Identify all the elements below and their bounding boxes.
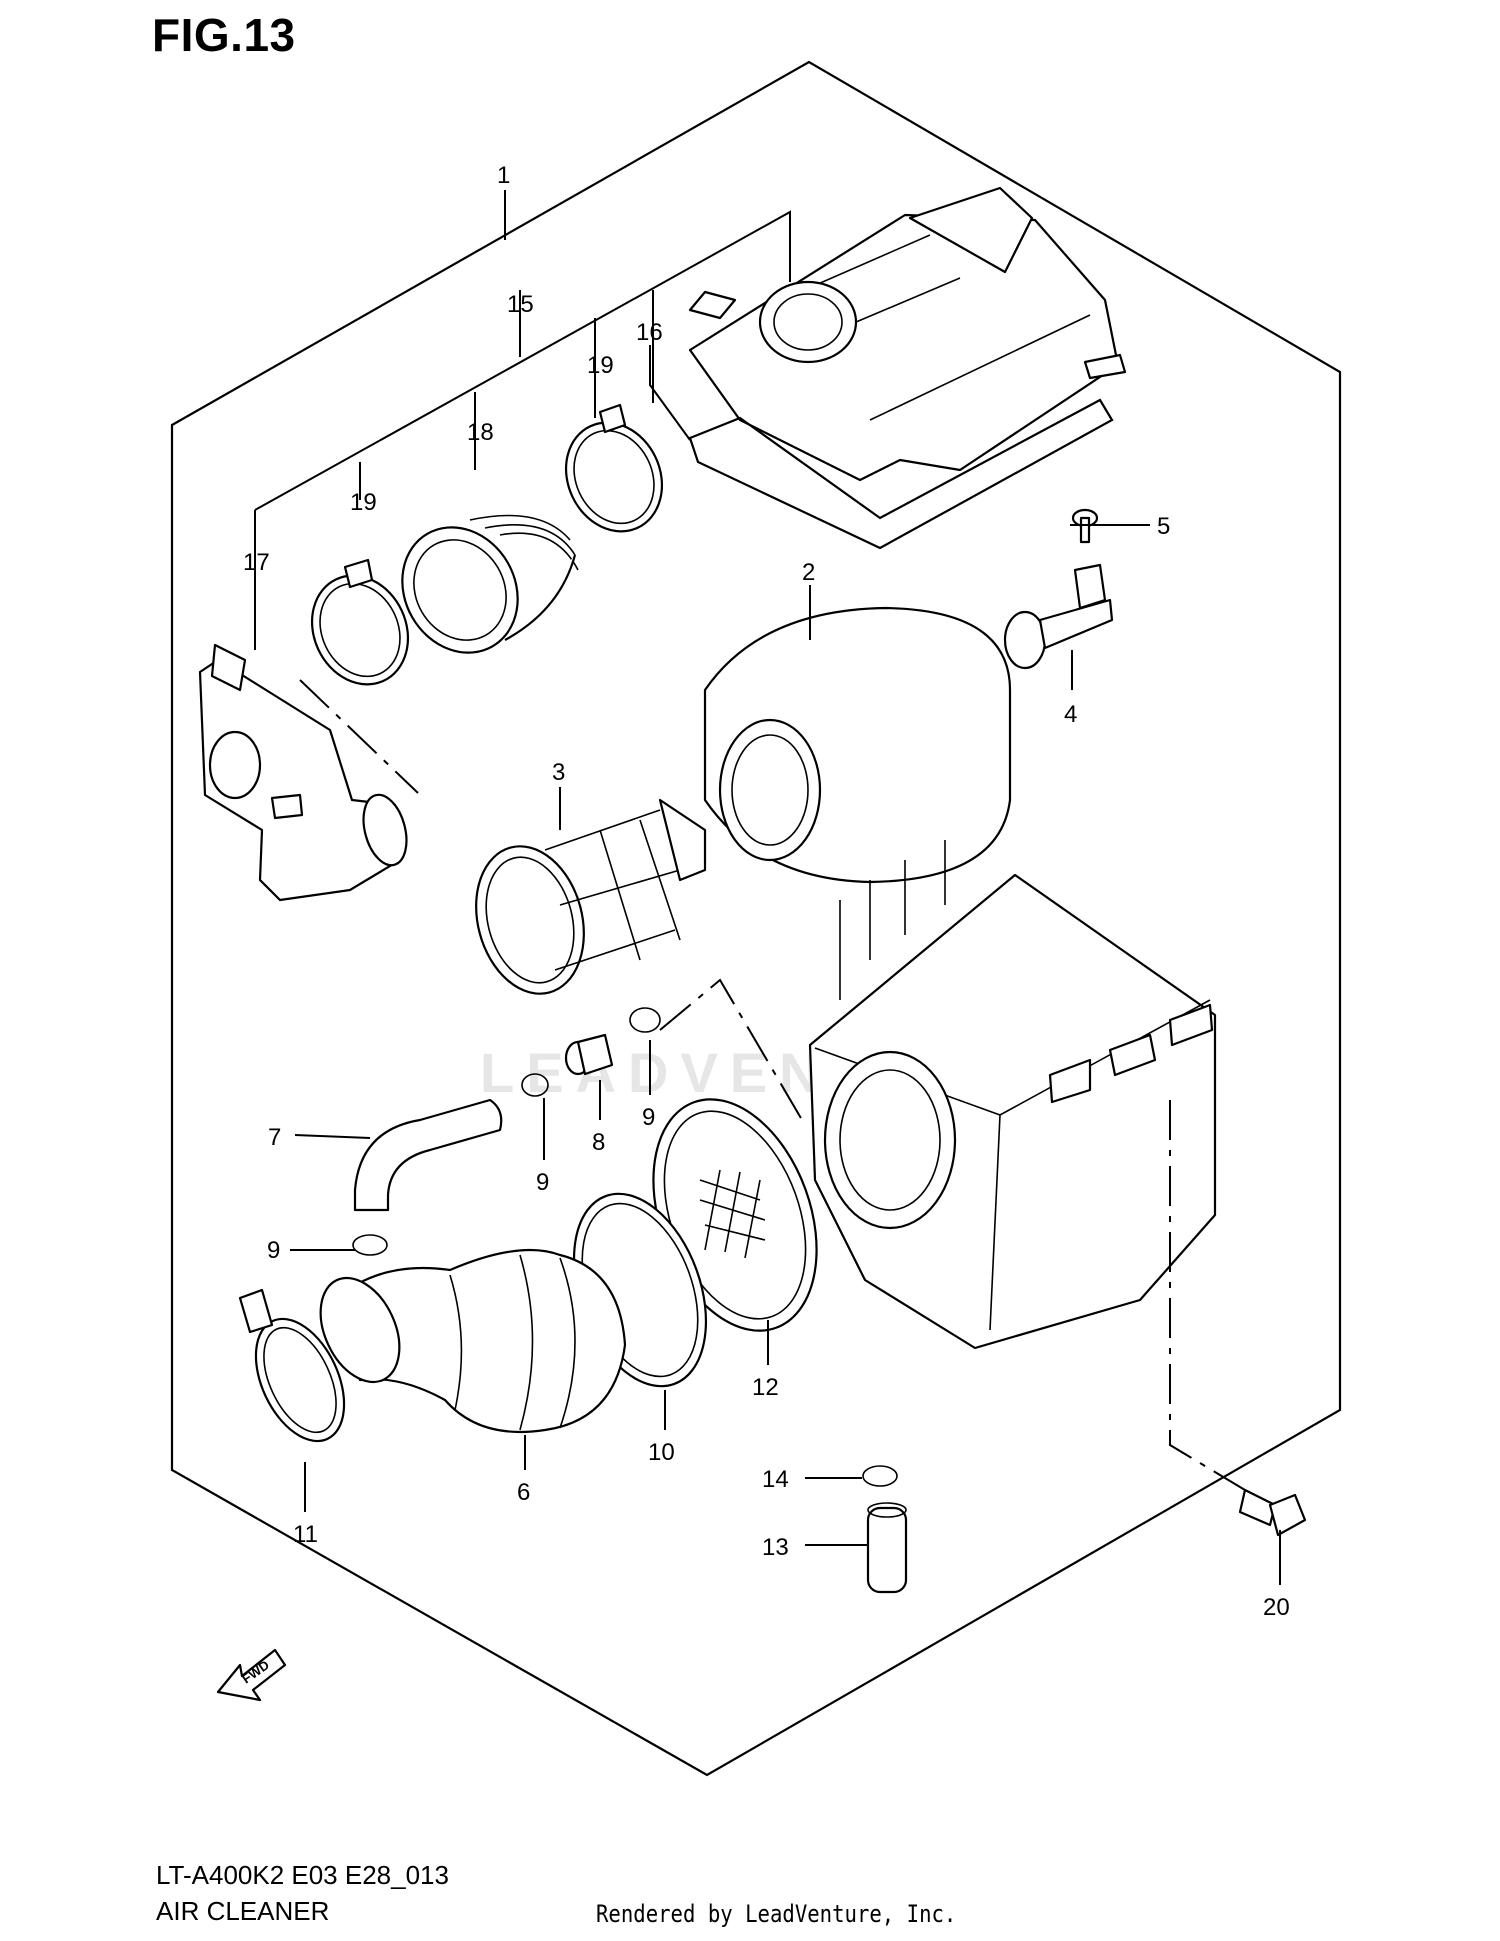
- drain-plug[interactable]: [866, 1502, 908, 1594]
- filter-element[interactable]: [703, 606, 1012, 884]
- callout-13: 13: [762, 1534, 789, 1561]
- clip-ring-upper[interactable]: [629, 1007, 661, 1033]
- callout-16: 16: [636, 319, 663, 346]
- callout-3: 3: [552, 759, 565, 786]
- figure-title: FIG.13: [152, 9, 296, 61]
- callout-4: 4: [1064, 701, 1077, 728]
- clamp-lower[interactable]: [295, 558, 426, 700]
- case-bolt[interactable]: [1238, 1488, 1307, 1537]
- callout-9c: 9: [267, 1237, 280, 1264]
- forward-arrow: [216, 1648, 287, 1702]
- callout-19b: 19: [350, 489, 377, 516]
- callout-5: 5: [1157, 513, 1170, 540]
- callout-20: 20: [1263, 1594, 1290, 1621]
- air-cleaner-cover[interactable]: [688, 186, 1127, 482]
- air-cleaner-case[interactable]: [808, 840, 1217, 1350]
- callout-7: 7: [268, 1124, 281, 1151]
- callout-11: 11: [293, 1521, 318, 1548]
- model-code: LT-A400K2 E03 E28_013: [156, 1860, 449, 1890]
- filter-cage[interactable]: [460, 798, 707, 1006]
- clamp-outlet[interactable]: [238, 1288, 362, 1455]
- callout-15: 15: [507, 291, 534, 318]
- callout-17: 17: [243, 549, 270, 576]
- diagram-name: AIR CLEANER: [156, 1896, 330, 1926]
- callout-18: 18: [467, 419, 494, 446]
- callout-labels: 1 2 3 4 5 6 7 8 9 9 9 10 11 12 13 14 15 …: [243, 162, 1290, 1621]
- outlet-tube[interactable]: [305, 1248, 627, 1434]
- callout-14: 14: [762, 1466, 789, 1493]
- callout-9a: 9: [642, 1104, 655, 1131]
- assembly-frame: [170, 60, 1342, 1777]
- render-credit: Rendered by LeadVenture, Inc.: [596, 1900, 957, 1928]
- drain-connector[interactable]: [564, 1033, 614, 1076]
- clip-ring-lower[interactable]: [352, 1234, 388, 1256]
- clip-ring-plug[interactable]: [862, 1465, 898, 1487]
- clip-ring-middle[interactable]: [521, 1073, 549, 1097]
- cover-clamp[interactable]: [1003, 563, 1114, 670]
- cover-screw[interactable]: [1071, 508, 1099, 544]
- callout-12: 12: [752, 1374, 779, 1401]
- callout-8: 8: [592, 1129, 605, 1156]
- leader-lines: [254, 190, 1281, 1585]
- callout-10: 10: [648, 1439, 675, 1466]
- callout-19a: 19: [587, 352, 614, 379]
- bellows-hose[interactable]: [380, 506, 579, 674]
- drain-hose[interactable]: [353, 1098, 503, 1212]
- callout-6: 6: [517, 1479, 530, 1506]
- callout-2: 2: [802, 559, 815, 586]
- callout-1: 1: [497, 162, 510, 189]
- clamp-upper[interactable]: [549, 403, 680, 547]
- cover-gasket[interactable]: [688, 398, 1114, 550]
- intake-duct[interactable]: [198, 643, 414, 902]
- callout-9b: 9: [536, 1169, 549, 1196]
